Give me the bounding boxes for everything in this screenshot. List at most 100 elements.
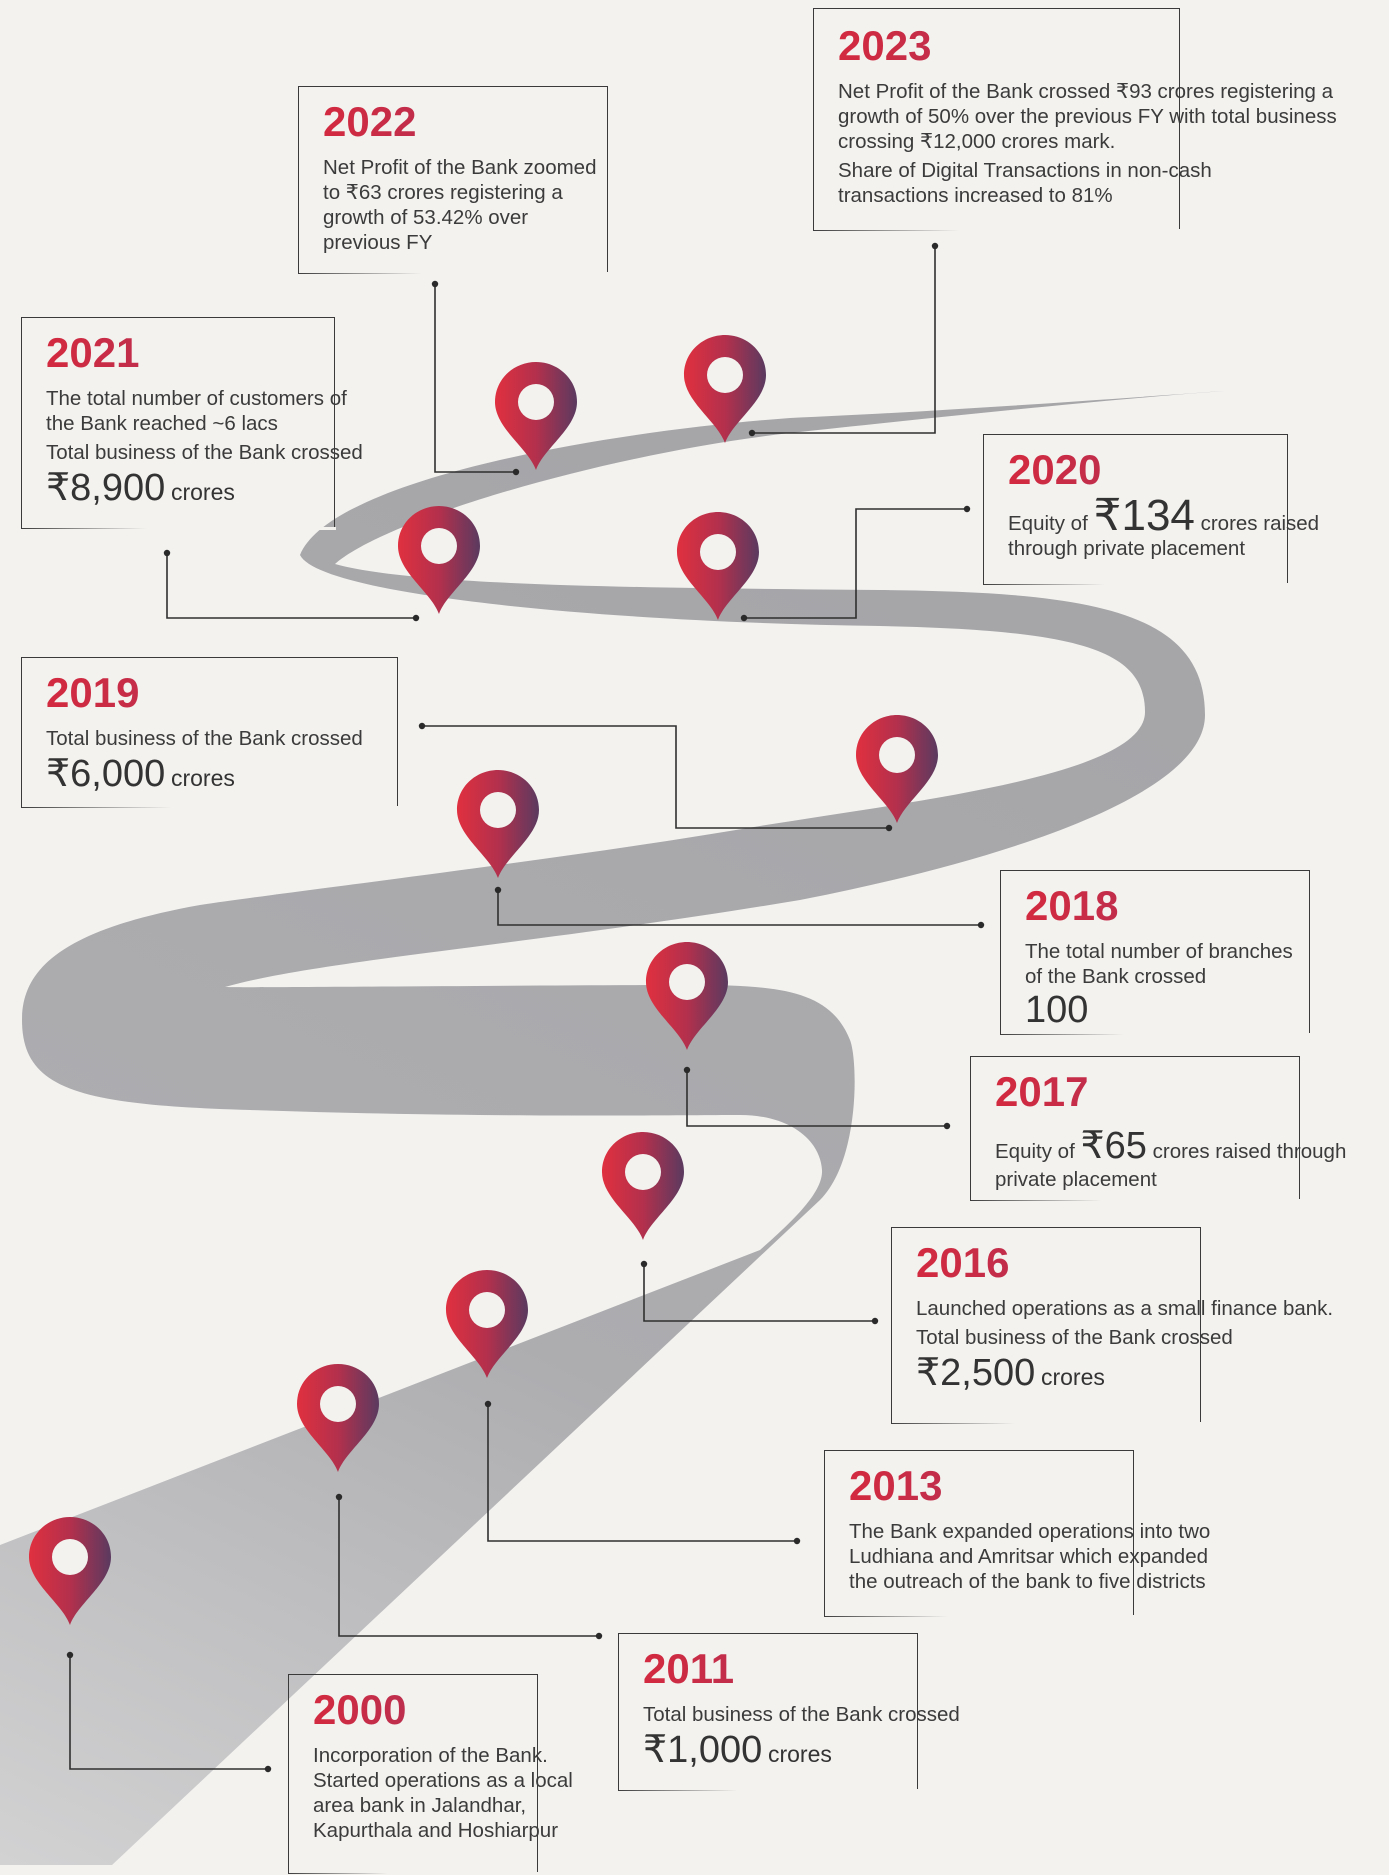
milestone-2016-amount: ₹2,500 [916, 1352, 1036, 1394]
map-pin-icon-2019 [856, 715, 938, 823]
connector-dot-2016-end [871, 1317, 879, 1325]
map-pin-icon-2021 [398, 506, 480, 614]
milestone-2019-card: 2019 Total business of the Bank crossed … [20, 657, 399, 809]
connector-lines [69, 246, 981, 1770]
connector-dot-2013-start [484, 1400, 492, 1408]
milestone-2017-text: private placement [995, 1168, 1157, 1191]
connector-dot-2011-start [335, 1493, 343, 1501]
milestone-2016-year: 2016 [916, 1242, 1200, 1284]
milestone-2016-amount-line: ₹2,500 crores [916, 1352, 1200, 1394]
connector-line-2016 [643, 1264, 875, 1322]
milestone-2017-suffix: crores raised through [1152, 1140, 1347, 1163]
milestone-2021-amount-line: ₹8,900 crores [46, 467, 334, 509]
connector-line-2013 [487, 1404, 797, 1542]
milestone-2011-card: 2011 Total business of the Bank crossed … [617, 1633, 960, 1792]
connector-dot-2023-end [748, 429, 756, 437]
milestone-2011-amount: ₹1,000 [643, 1729, 763, 1771]
milestone-2013-text: The Bank expanded operations into two Lu… [849, 1520, 1211, 1593]
milestone-2017-year: 2017 [995, 1071, 1299, 1113]
map-pin-icon-2016 [602, 1132, 684, 1240]
milestone-2020-amount-line: Equity of ₹134 crores raised [1008, 494, 1319, 538]
connector-dots [66, 242, 985, 1773]
milestone-2017-amount-line: Equity of ₹65 crores raised through [995, 1125, 1346, 1167]
milestone-2017-amount: ₹65 [1080, 1125, 1147, 1167]
map-pin-icon-2017 [646, 942, 728, 1050]
milestone-2020-suffix: crores raised [1200, 512, 1320, 535]
connector-dot-2016-start [640, 1260, 648, 1268]
connector-dot-2019-start [418, 722, 426, 730]
milestone-2018-text: The total number of branches of the Bank… [1025, 940, 1293, 988]
connector-dot-2023-start [931, 242, 939, 250]
milestone-2020-year: 2020 [1008, 449, 1287, 491]
milestone-2020-amount: ₹134 [1093, 491, 1195, 540]
milestone-2023-text: Net Profit of the Bank crossed ₹93 crore… [838, 80, 1337, 153]
milestone-2000-card: 2000 Incorporation of the Bank. Started … [287, 1674, 573, 1875]
milestone-2019-amount-line: ₹6,000 crores [46, 753, 397, 795]
milestone-2021-text-2: Total business of the Bank crossed [46, 441, 363, 464]
milestone-2021-year: 2021 [46, 332, 334, 374]
connector-dot-2018-end [977, 921, 985, 929]
milestone-2018-card: 2018 The total number of branches of the… [999, 870, 1311, 1036]
connector-dot-2018-start [494, 886, 502, 894]
connector-line-2021 [166, 553, 416, 619]
milestone-2018-amount: 100 [1025, 989, 1089, 1031]
connector-dot-2020-end [740, 614, 748, 622]
milestone-2020-card: 2020 Equity of ₹134 crores raised throug… [982, 434, 1319, 586]
connector-dot-2020-start [963, 505, 971, 513]
map-pin-icon-2022 [495, 362, 577, 470]
milestone-2013-card: 2013 The Bank expanded operations into t… [823, 1450, 1210, 1618]
connector-line-2019 [422, 725, 889, 829]
road-band [0, 390, 1237, 1865]
milestone-2023-text-2: Share of Digital Transactions in non-cas… [838, 159, 1212, 207]
milestone-2017-prefix: Equity of [995, 1140, 1075, 1163]
milestone-2013-year: 2013 [849, 1465, 1133, 1507]
connector-dot-2011-end [595, 1632, 603, 1640]
map-pin-icon-2018 [457, 770, 539, 878]
map-pins [29, 335, 938, 1625]
connector-line-2000 [69, 1655, 268, 1770]
milestone-2019-text: Total business of the Bank crossed [46, 727, 363, 750]
milestone-2000-text: Incorporation of the Bank. Started opera… [313, 1744, 573, 1842]
connector-dot-2000-start [66, 1651, 74, 1659]
connector-dot-2021-end [412, 614, 420, 622]
milestone-2021-amount: ₹8,900 [46, 467, 166, 509]
connector-dot-2017-start [683, 1066, 691, 1074]
map-pin-icon-2023 [684, 335, 766, 443]
milestone-2018-amount-line: 100 [1025, 989, 1309, 1031]
milestone-2023-card: 2023 Net Profit of the Bank crossed ₹93 … [812, 8, 1337, 232]
connector-line-2023 [752, 246, 936, 434]
milestone-2018-year: 2018 [1025, 885, 1309, 927]
map-pin-icon-2000 [29, 1517, 111, 1625]
milestone-2019-amount: ₹6,000 [46, 753, 166, 795]
milestone-2022-text: Net Profit of the Bank zoomed to ₹63 cro… [323, 156, 597, 254]
milestone-2017-card: 2017 Equity of ₹65 crores raised through… [969, 1056, 1346, 1202]
milestone-2022-card: 2022 Net Profit of the Bank zoomed to ₹6… [297, 86, 609, 275]
map-pin-icon-2013 [446, 1270, 528, 1378]
connector-dot-2022-start [431, 280, 439, 288]
milestone-2019-year: 2019 [46, 672, 397, 714]
milestone-2020-prefix: Equity of [1008, 512, 1088, 535]
map-pin-icon-2020 [677, 512, 759, 620]
connector-dot-2017-end [943, 1122, 951, 1130]
milestone-2016-unit: crores [1040, 1364, 1105, 1390]
milestone-2022-year: 2022 [323, 101, 607, 143]
milestone-2011-year: 2011 [643, 1648, 917, 1690]
connector-dot-2000-end [264, 1765, 272, 1773]
map-pin-icon-2011 [297, 1364, 379, 1472]
milestone-2016-text-2: Total business of the Bank crossed [916, 1326, 1233, 1349]
connector-dot-2022-end [512, 468, 520, 476]
connector-line-2022 [434, 284, 516, 473]
milestone-2020-text: through private placement [1008, 537, 1246, 560]
milestone-2016-text: Launched operations as a small finance b… [916, 1297, 1334, 1320]
milestone-2000-year: 2000 [313, 1689, 537, 1731]
milestone-2011-amount-line: ₹1,000 crores [643, 1729, 917, 1771]
connector-dot-2013-end [793, 1537, 801, 1545]
milestone-2021-text: The total number of customers of the Ban… [46, 387, 347, 435]
connector-dot-2019-end [885, 824, 893, 832]
milestone-2011-text: Total business of the Bank crossed [643, 1703, 960, 1726]
milestone-2023-year: 2023 [838, 25, 1179, 67]
connector-line-2017 [686, 1070, 947, 1127]
milestone-2011-unit: crores [767, 1741, 832, 1767]
milestone-2021-card: 2021 The total number of customers of th… [20, 317, 363, 530]
